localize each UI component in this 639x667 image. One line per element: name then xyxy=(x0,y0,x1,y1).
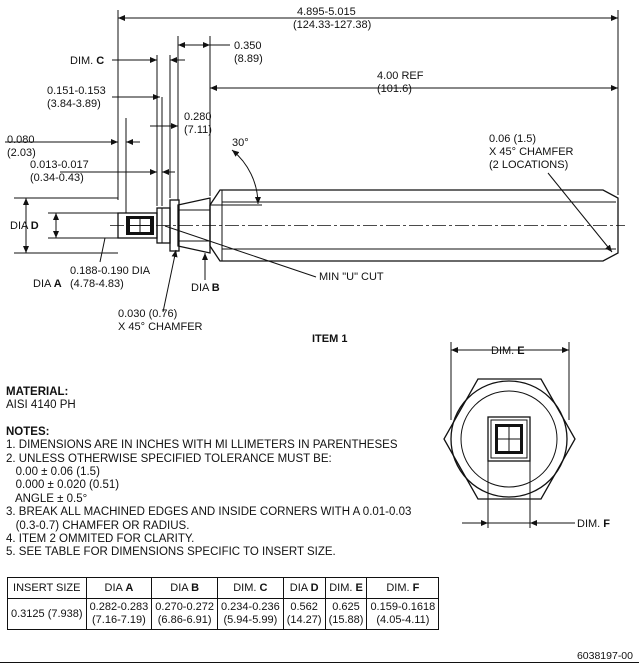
table-cell: 0.159-0.1618 (4.05-4.11) xyxy=(366,598,440,630)
note-line: 0.000 ± 0.020 (0.51) xyxy=(6,479,120,492)
table-header: DIA A xyxy=(85,577,153,599)
dim-e-label: DIM. E xyxy=(491,345,525,357)
table-header: DIM. F xyxy=(366,577,440,599)
table-header: DIA D xyxy=(282,577,326,599)
end-view xyxy=(443,342,576,528)
table-cell: 0.282-0.283 (7.16-7.19) xyxy=(85,598,153,630)
dim-0013-label: 0.013-0.017 xyxy=(30,159,89,171)
overall-length-mm: (124.33-127.38) xyxy=(293,19,371,31)
dim-f-label: DIM. F xyxy=(577,518,610,530)
dim-0280-mm: (7.11) xyxy=(184,124,212,136)
dim-0151-label: 0.151-0.153 xyxy=(47,85,106,97)
note-line: 1. DIMENSIONS ARE IN INCHES WITH MI LLIM… xyxy=(6,439,398,452)
dim-0350-label: 0.350 xyxy=(234,40,262,52)
u-cut-label: MIN "U" CUT xyxy=(319,271,384,283)
overall-length-label: 4.895-5.015 xyxy=(297,6,356,18)
document-number: 6038197-00 xyxy=(576,650,633,662)
dim-0080-mm: (2.03) xyxy=(7,147,36,159)
right-chamfer-line2: X 45° CHAMFER xyxy=(489,146,574,158)
item-label: ITEM 1 xyxy=(312,333,347,345)
material-value: AISI 4140 PH xyxy=(6,399,76,412)
dim-0188-label: 0.188-0.190 DIA xyxy=(70,265,151,277)
table-cell: 0.234-0.236 (5.94-5.99) xyxy=(217,598,284,630)
dim-c-label: DIM. C xyxy=(70,55,104,67)
table-cell: 0.625 (15.88) xyxy=(324,598,368,630)
material-heading: MATERIAL: xyxy=(6,386,69,398)
table-header: DIM. C xyxy=(217,577,284,599)
left-chamfer-line1: 0.030 (0.76) xyxy=(118,308,177,320)
note-line: 3. BREAK ALL MACHINED EDGES AND INSIDE C… xyxy=(6,506,412,519)
table-cell: 0.3125 (7.938) xyxy=(7,598,87,630)
bottom-border xyxy=(0,662,639,663)
table-row: 0.3125 (7.938) 0.282-0.283 (7.16-7.19) 0… xyxy=(7,598,440,630)
insert-size-table: INSERT SIZE DIA A DIA B DIM. C DIA D DIM… xyxy=(7,577,440,630)
note-line: (0.3-0.7) CHAMFER OR RADIUS. xyxy=(6,519,190,532)
ref-length-mm: (101.6) xyxy=(377,83,412,95)
note-line: 2. UNLESS OTHERWISE SPECIFIED TOLERANCE … xyxy=(6,452,332,465)
right-chamfer-line1: 0.06 (1.5) xyxy=(489,133,536,145)
note-line: 5. SEE TABLE FOR DIMENSIONS SPECIFIC TO … xyxy=(6,546,336,559)
note-line: 0.00 ± 0.06 (1.5) xyxy=(6,466,100,479)
table-cell: 0.562 (14.27) xyxy=(282,598,326,630)
dim-0350-mm: (8.89) xyxy=(234,53,263,65)
table-header: DIA B xyxy=(151,577,218,599)
dim-0080-label: 0.080 xyxy=(7,134,35,146)
table-header-row: INSERT SIZE DIA A DIA B DIM. C DIA D DIM… xyxy=(7,577,440,599)
notes-block: MATERIAL:AISI 4140 PH NOTES:1. DIMENSIONS… xyxy=(6,386,411,560)
ref-length-label: 4.00 REF xyxy=(377,70,424,82)
dim-0151-mm: (3.84-3.89) xyxy=(47,98,101,110)
shaft-side-view xyxy=(110,189,625,262)
dim-0013-mm: (0.34-0.43) xyxy=(30,172,84,184)
table-cell: 0.270-0.272 (6.86-6.91) xyxy=(151,598,218,630)
angle-label: 30° xyxy=(232,137,249,149)
dia-d-label: DIA D xyxy=(10,220,39,232)
table-header: INSERT SIZE xyxy=(7,577,87,599)
note-line: 4. ITEM 2 OMMITED FOR CLARITY. xyxy=(6,533,195,546)
dim-0280-label: 0.280 xyxy=(184,111,212,123)
notes-heading: NOTES: xyxy=(6,425,50,438)
dia-b-label: DIA B xyxy=(191,282,220,294)
left-chamfer-line2: X 45° CHAMFER xyxy=(118,321,203,333)
dim-0188-mm: (4.78-4.83) xyxy=(70,278,124,290)
dimension-lines xyxy=(5,10,619,313)
table-header: DIM. E xyxy=(324,577,368,599)
note-line: ANGLE ± 0.5° xyxy=(6,492,88,505)
right-chamfer-line3: (2 LOCATIONS) xyxy=(489,159,568,171)
dia-a-label: DIA A xyxy=(33,278,62,290)
